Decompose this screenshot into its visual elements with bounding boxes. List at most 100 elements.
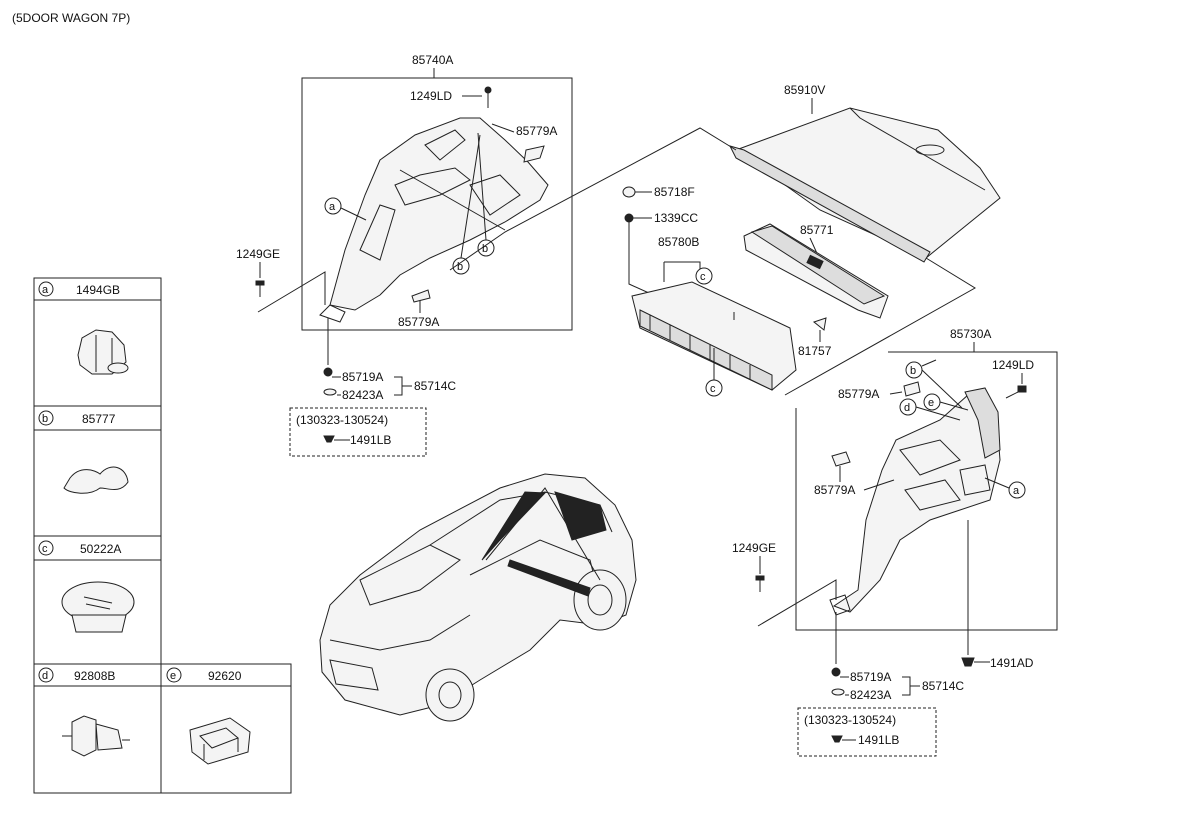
callout-a-left[interactable]: a [324,197,367,221]
svg-text:e: e [928,397,934,409]
screw-icon [1017,385,1027,393]
luggage-tray-85780B[interactable] [631,281,797,391]
vehicle-illustration [319,473,637,722]
svg-text:e: e [170,670,176,682]
svg-text:b: b [910,365,916,377]
svg-text:c: c [42,543,48,555]
cargo-cover-group: 85910V [449,83,1001,396]
grille [329,659,379,691]
cap-icon [622,186,636,198]
part-label-85780B[interactable]: 85780B [658,235,699,249]
svg-text:c: c [700,271,706,283]
clip-85779A-top [523,145,545,163]
legend-c[interactable]: c 50222A [38,540,121,556]
part-label-85779A-right1[interactable]: 85779A [838,387,879,401]
date-box-right [797,707,937,757]
grommet-1494GB [77,329,129,375]
right-quarter-trim-panel[interactable] [829,387,1001,616]
svg-text:92620: 92620 [208,669,242,683]
part-label-85910V[interactable]: 85910V [784,83,825,97]
part-label-1339CC[interactable]: 1339CC [654,211,698,225]
svg-text:d: d [904,402,910,414]
clip-icon [323,435,335,443]
part-label-85740A[interactable]: 85740A [412,53,453,67]
left-trim-group: 85740A 1249LD 85779A 85779A a [236,53,573,457]
screw-icon [484,86,492,94]
part-label-85719A-right[interactable]: 85719A [850,670,891,684]
clip-icon [961,657,975,667]
clip-85779A-right2 [831,451,851,467]
svg-text:50222A: 50222A [80,542,121,556]
callout-d[interactable]: d [899,398,961,421]
part-label-1491AD[interactable]: 1491AD [990,656,1034,670]
connector-92808B [62,715,130,757]
part-label-82423A-right[interactable]: 82423A [850,688,891,702]
part-label-1249GE-left[interactable]: 1249GE [236,247,280,261]
legend-d[interactable]: d 92808B [38,667,115,683]
front-wheel [425,668,475,722]
clip-icon [323,367,333,377]
scuff-plate-group: 85771 81757 [743,223,889,358]
svg-text:a: a [329,201,336,213]
part-label-85771[interactable]: 85771 [800,223,834,237]
part-label-85779A-top[interactable]: 85779A [516,124,557,138]
washer-icon [323,388,337,396]
callout-c-1[interactable]: c [695,267,713,285]
date-range-right: (130323-130524) [804,713,896,727]
left-quarter-trim-panel[interactable] [319,117,549,323]
part-label-85779A-left[interactable]: 85779A [398,315,439,329]
svg-text:b: b [482,243,488,255]
svg-text:1494GB: 1494GB [76,283,120,297]
clip-85779A-left [411,289,431,303]
part-label-1249LD-right[interactable]: 1249LD [992,358,1034,372]
callout-c-2[interactable]: c [705,348,723,397]
callout-b-left-2[interactable]: b [452,134,481,275]
svg-text:b: b [42,413,48,425]
svg-text:92808B: 92808B [74,669,115,683]
callout-b-right[interactable]: b [905,359,963,409]
part-label-85719A-left[interactable]: 85719A [342,370,383,384]
clip-85779A-right1 [903,381,921,397]
diagram-title: (5DOOR WAGON 7P) [12,11,130,25]
windshield [359,544,461,606]
part-label-1491LB-left[interactable]: 1491LB [350,433,391,447]
part-label-1249LD-left[interactable]: 1249LD [410,89,452,103]
part-label-1491LB-right[interactable]: 1491LB [858,733,899,747]
callout-b-left-1[interactable]: b [477,132,495,257]
right-trim-group: 85730A 1249LD 85779A 85779A b [732,327,1058,757]
callout-a-right[interactable]: a [984,477,1026,499]
rear-wheel [573,569,627,631]
part-label-85779A-right2[interactable]: 85779A [814,483,855,497]
highlight-left-trim [481,491,547,561]
legend-b[interactable]: b 85777 [38,410,116,426]
part-label-85714C-left[interactable]: 85714C [414,379,456,393]
lamp-92620 [189,717,251,765]
svg-text:c: c [710,383,716,395]
svg-text:a: a [1013,485,1020,497]
callout-e[interactable]: e [923,393,969,411]
clip-81757 [812,317,827,331]
part-label-81757[interactable]: 81757 [798,344,832,358]
bolt-icon [255,280,265,286]
cargo-cover-85910V[interactable] [729,107,1001,263]
part-label-82423A-left[interactable]: 82423A [342,388,383,402]
legend-e[interactable]: e 92620 [166,667,242,683]
svg-text:d: d [42,670,48,682]
part-label-1249GE-right[interactable]: 1249GE [732,541,776,555]
right-trim-box [795,351,1058,631]
part-label-85714C-right[interactable]: 85714C [922,679,964,693]
clip-icon [831,735,843,743]
legend-a[interactable]: a 1494GB [38,281,120,297]
svg-text:a: a [42,284,49,296]
fastener-50222A [61,581,135,633]
scuff-plate-85771[interactable] [743,223,889,319]
washer-icon [831,688,845,696]
date-box-left [289,407,427,457]
legend-table: a 1494GB b 85777 c 50222A [33,277,292,794]
svg-text:b: b [457,261,463,273]
part-label-85718F[interactable]: 85718F [654,185,695,199]
left-trim-box [301,77,573,331]
part-label-85730A[interactable]: 85730A [950,327,991,341]
luggage-tray-group: 85718F 1339CC 85780B c c [622,185,797,397]
